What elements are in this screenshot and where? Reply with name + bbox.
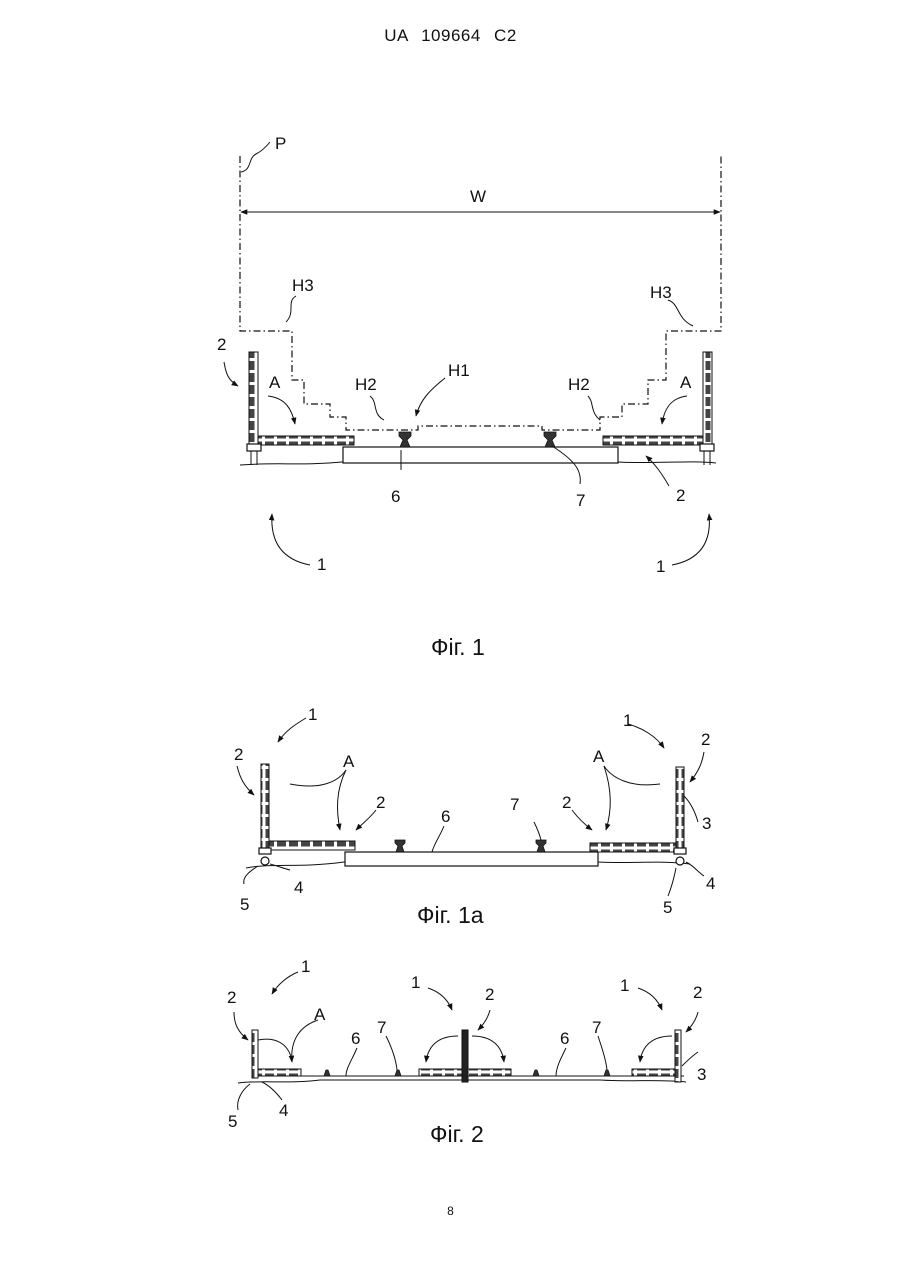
caption-fig2: Фіг. 2 — [430, 1121, 484, 1147]
label-5-fig2: 5 — [228, 1112, 237, 1131]
label-1-left: 1 — [317, 555, 326, 574]
label-7: 7 — [576, 491, 585, 510]
label-4-right-fig1a: 4 — [706, 874, 715, 893]
horizontal-panel-middle-right-fig2 — [468, 1069, 511, 1076]
label-5-left-fig1a: 5 — [240, 895, 249, 914]
label-2-left: 2 — [217, 335, 226, 354]
horizontal-panel-right-fig1a — [590, 843, 676, 852]
label-5-right-fig1a: 5 — [663, 898, 672, 917]
label-1a-fig2: 1 — [301, 957, 310, 976]
label-7a-fig2: 7 — [377, 1018, 386, 1037]
label-6a-fig2: 6 — [351, 1029, 360, 1048]
label-a-fig2: A — [314, 1005, 326, 1024]
label-h3-right: H3 — [650, 283, 672, 302]
label-7b-fig2: 7 — [592, 1018, 601, 1037]
vertical-panel-right-fig1 — [703, 352, 712, 444]
label-3-fig2: 3 — [697, 1065, 706, 1084]
page-number: 8 — [0, 1204, 901, 1218]
label-a-right-fig1a: A — [593, 747, 605, 766]
rail-left-fig1a — [395, 840, 405, 852]
caption-fig1: Фіг. 1 — [431, 634, 485, 660]
label-h1: H1 — [448, 361, 470, 380]
label-p: P — [275, 134, 286, 153]
label-4-fig2: 4 — [279, 1101, 288, 1120]
label-4-left-fig1a: 4 — [294, 878, 303, 897]
label-2a-fig2: 2 — [227, 988, 236, 1007]
vertical-panel-left-fig1a — [261, 764, 269, 848]
label-1b-fig2: 1 — [411, 973, 420, 992]
vertical-panel-middle-fig2 — [462, 1030, 468, 1082]
vertical-panel-left-fig1 — [249, 352, 258, 444]
base-left-fig1 — [247, 444, 261, 451]
label-6-fig1a: 6 — [441, 807, 450, 826]
rail-left-fig1 — [399, 432, 411, 447]
sleeper-fig1 — [343, 447, 618, 463]
horizontal-panel-middle-left-fig2 — [419, 1069, 462, 1076]
p-leader-line — [241, 142, 270, 172]
label-h3-left: H3 — [292, 276, 314, 295]
label-2c-fig2: 2 — [693, 983, 702, 1002]
label-6: 6 — [391, 487, 400, 506]
rail-right-fig1 — [544, 432, 556, 447]
label-3-fig1a: 3 — [702, 814, 711, 833]
label-h2-left: H2 — [355, 375, 377, 394]
rail-right-fig1a — [536, 840, 546, 852]
label-a-right: A — [680, 373, 692, 392]
horizontal-panel-left-fig2 — [258, 1069, 301, 1076]
horizontal-panel-right-fig2 — [632, 1069, 675, 1076]
vertical-panel-right-fig2 — [675, 1030, 681, 1082]
horizontal-panel-left-fig1 — [258, 436, 354, 445]
figure-1a: 1 1 2 2 A A 2 2 6 7 3 4 4 5 5 Фіг. 1a — [234, 705, 715, 928]
label-w: W — [470, 187, 486, 206]
figure-1: P W H3 H3 H1 H2 H2 A A 2 2 6 7 1 1 Фіг. … — [217, 134, 721, 660]
label-1-right: 1 — [656, 557, 665, 576]
label-2-mid-right-fig1a: 2 — [562, 793, 571, 812]
label-7-fig1a: 7 — [510, 795, 519, 814]
vertical-panel-right-fig1a — [676, 767, 684, 848]
vertical-panel-left-fig2 — [252, 1030, 258, 1078]
label-2-right: 2 — [676, 486, 685, 505]
label-1-left-fig1a: 1 — [308, 705, 317, 724]
figure-2: 1 1 1 2 2 2 A 6 6 7 7 3 4 5 Фіг. 2 — [227, 957, 706, 1147]
base-right-fig1 — [700, 444, 714, 451]
label-h2-right: H2 — [568, 375, 590, 394]
label-2b-fig2: 2 — [485, 985, 494, 1004]
label-6b-fig2: 6 — [560, 1029, 569, 1048]
label-a-left: A — [269, 373, 281, 392]
label-a-left-fig1a: A — [343, 752, 355, 771]
horizontal-panel-right-fig1 — [603, 436, 703, 445]
label-2-left-fig1a: 2 — [234, 745, 243, 764]
caption-fig1a: Фіг. 1a — [417, 902, 484, 928]
sleeper-fig1a — [345, 852, 598, 866]
label-1-right-fig1a: 1 — [623, 711, 632, 730]
horizontal-panel-left-fig1a — [269, 841, 355, 850]
label-2-mid-left-fig1a: 2 — [376, 793, 385, 812]
label-1c-fig2: 1 — [620, 976, 629, 995]
label-2-right-fig1a: 2 — [701, 730, 710, 749]
